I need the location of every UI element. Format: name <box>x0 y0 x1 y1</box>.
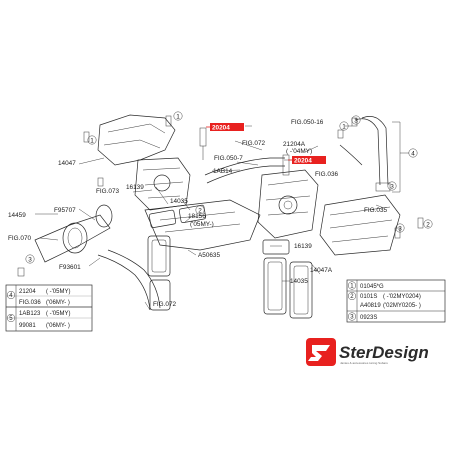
label-21204a: 21204A <box>283 141 306 148</box>
svg-text:3: 3 <box>390 183 394 190</box>
svg-text:3: 3 <box>350 315 354 321</box>
label-fig050-7: FIG.050-7 <box>214 155 243 162</box>
number-circle-2: 4 <box>408 148 418 158</box>
table-right-r2-note: ('02MY0205- ) <box>383 303 421 309</box>
label-fig070: FIG.070 <box>8 235 32 242</box>
label-04my: ( -'04MY) <box>286 148 312 155</box>
table-right-r2-part: A40819 <box>360 303 381 309</box>
svg-text:4: 4 <box>411 150 415 157</box>
label-16139-left: 16139 <box>126 184 144 191</box>
reference-table-left: 4 5 21204 ( -'05MY) FIG.036 ('06MY- ) 1A… <box>5 284 93 332</box>
svg-text:2: 2 <box>426 221 430 228</box>
number-circle-3: 3 <box>387 181 397 191</box>
number-circle-1b: 1 <box>339 121 349 131</box>
table-left-r3-part: 99081 <box>19 323 36 329</box>
right-intake-assembly <box>257 116 424 319</box>
label-fig073: FIG.073 <box>96 188 120 195</box>
svg-text:3: 3 <box>398 225 402 232</box>
label-14035-left: 14035 <box>170 198 188 205</box>
label-fig036: FIG.036 <box>315 171 339 178</box>
svg-text:2: 2 <box>198 207 202 214</box>
number-circle-6: 2 <box>423 219 433 229</box>
number-circle-9: 2 <box>195 205 205 215</box>
svg-text:2: 2 <box>350 294 354 300</box>
table-right-r1-note: ( -'02MY0204) <box>383 294 421 300</box>
callout-labels: FIG.072 FIG.050-7 1AB14 FIG.050-16 21204… <box>8 119 388 308</box>
svg-text:1: 1 <box>342 123 346 130</box>
svg-text:20204: 20204 <box>212 125 230 132</box>
svg-text:3: 3 <box>354 117 358 124</box>
label-14047a: 14047A <box>310 267 333 274</box>
svg-text:1: 1 <box>176 113 180 120</box>
label-f93601: F93601 <box>59 264 81 271</box>
highlight-20204-upper: 20204 <box>206 123 244 132</box>
circled-numbers: 1 1 4 3 3 3 2 1 3 2 <box>25 111 433 264</box>
table-left-r0-part: 21204 <box>19 289 36 295</box>
label-14459: 14459 <box>8 212 26 219</box>
svg-text:3: 3 <box>28 256 32 263</box>
table-left-r0-note: ( -'05MY) <box>46 289 70 295</box>
label-a50635: A50635 <box>198 252 220 259</box>
highlight-20204-lower: 20204 <box>288 156 326 165</box>
label-f95707: F95707 <box>54 207 76 214</box>
reference-table-right: 1 2 3 01045*G 0101S ( -'02MY0204) A40819… <box>346 279 446 323</box>
table-left-r3-note: ('06MY- ) <box>46 323 70 329</box>
label-fig050-16: FIG.050-16 <box>291 119 324 126</box>
label-fig035: FIG.035 <box>364 207 388 214</box>
table-right-r1-part: 0101S <box>360 294 377 300</box>
label-14047-left: 14047 <box>58 160 76 167</box>
sterdesign-logo: SterDesign Jantes & accessoires tuning S… <box>306 338 429 366</box>
svg-text:5: 5 <box>9 316 13 322</box>
label-14035-right: 14035 <box>290 278 308 285</box>
number-circle-4: 3 <box>351 115 361 125</box>
number-circle-7: 1 <box>87 135 97 145</box>
label-fig072-bottom: FIG.072 <box>153 301 177 308</box>
label-1ab14: 1AB14 <box>213 168 233 175</box>
svg-text:1: 1 <box>350 284 354 290</box>
number-circle-5: 3 <box>395 223 405 233</box>
label-18156: 18156 <box>188 213 206 220</box>
number-circle-1: 1 <box>173 111 183 121</box>
table-left-r2-note: ( -'05MY) <box>46 311 70 317</box>
svg-text:4: 4 <box>9 293 13 299</box>
svg-text:1: 1 <box>90 137 94 144</box>
table-left-r1-note: ('06MY- ) <box>46 300 70 306</box>
left-intake-assembly <box>17 114 285 311</box>
table-right-r0-part: 01045*G <box>360 284 384 290</box>
table-right-r3-part: 0923S <box>360 315 377 321</box>
table-left-r2-part: 1AB123 <box>19 311 41 317</box>
label-05my: ('05MY-) <box>190 221 214 228</box>
svg-text:20204: 20204 <box>294 158 312 165</box>
logo-brand: SterDesign <box>339 343 429 362</box>
label-16139-right: 16139 <box>294 243 312 250</box>
number-circle-8: 3 <box>25 254 35 264</box>
table-left-r1-part: FIG.036 <box>19 300 41 306</box>
logo-sub: Jantes & accessoires tuning Subaru <box>340 361 388 365</box>
leader-lines <box>35 125 409 311</box>
label-fig072-top: FIG.072 <box>242 140 266 147</box>
